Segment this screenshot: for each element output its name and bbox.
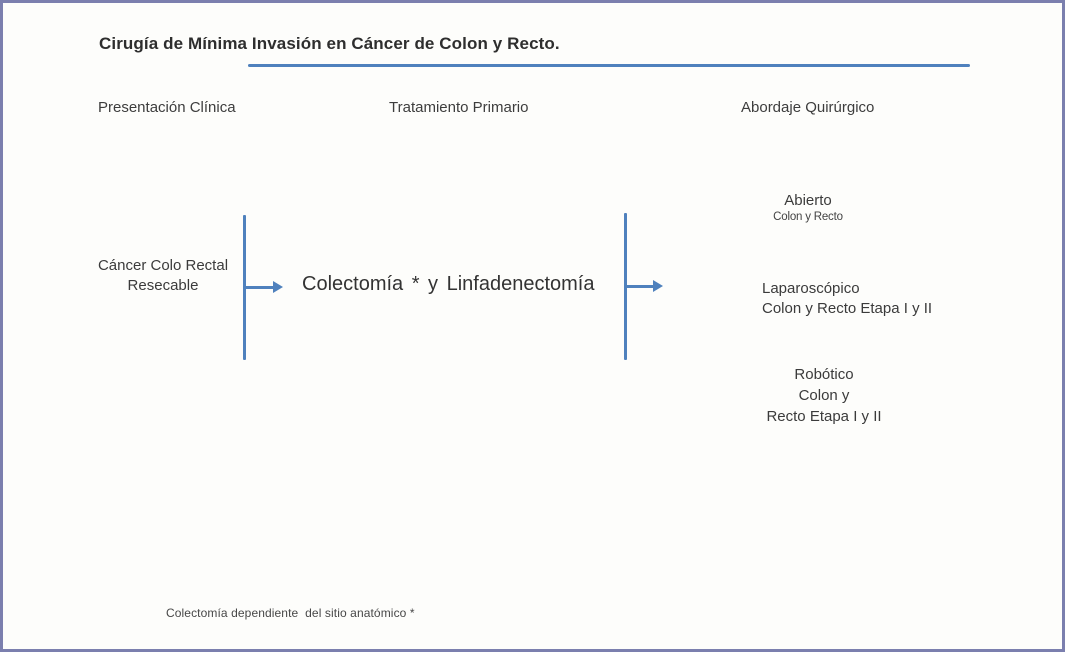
right-branch-line	[624, 213, 627, 360]
approach-laparoscopic-subtitle: Colon y Recto Etapa I y II	[762, 300, 933, 317]
approach-robotic-line1: Robótico	[794, 366, 854, 383]
treatment-node: Colectomía * y Linfadenectomía	[302, 273, 595, 295]
page-title: Cirugía de Mínima Invasión en Cáncer de …	[99, 34, 560, 53]
presentation-node: Cáncer Colo Rectal Resecable	[83, 256, 243, 296]
presentation-line1: Cáncer Colo Rectal	[97, 257, 229, 274]
column-header-abordaje: Abordaje Quirúrgico	[741, 99, 875, 116]
approach-open-subtitle: Colon y Recto	[773, 211, 843, 223]
column-header-tratamiento: Tratamiento Primario	[389, 99, 529, 116]
approach-robotic-node: Robótico Colon y Recto Etapa I y II	[758, 364, 890, 427]
left-arrow-icon	[246, 281, 283, 293]
approach-open-node: Abierto Colon y Recto	[743, 191, 873, 224]
footnote: Colectomía dependiente del sitio anatómi…	[166, 606, 415, 620]
title-underline	[248, 64, 970, 67]
approach-open-title: Abierto	[784, 192, 832, 209]
left-branch-line	[243, 215, 246, 360]
approach-laparoscopic-title: Laparoscópico	[762, 280, 860, 297]
approach-robotic-line3: Recto Etapa I y II	[766, 408, 882, 425]
approach-robotic-line2: Colon y	[798, 387, 850, 404]
right-arrow-icon	[627, 280, 663, 292]
presentation-line2: Resecable	[127, 277, 199, 294]
column-header-presentacion: Presentación Clínica	[98, 99, 236, 116]
approach-laparoscopic-node: Laparoscópico Colon y Recto Etapa I y II	[762, 279, 932, 319]
